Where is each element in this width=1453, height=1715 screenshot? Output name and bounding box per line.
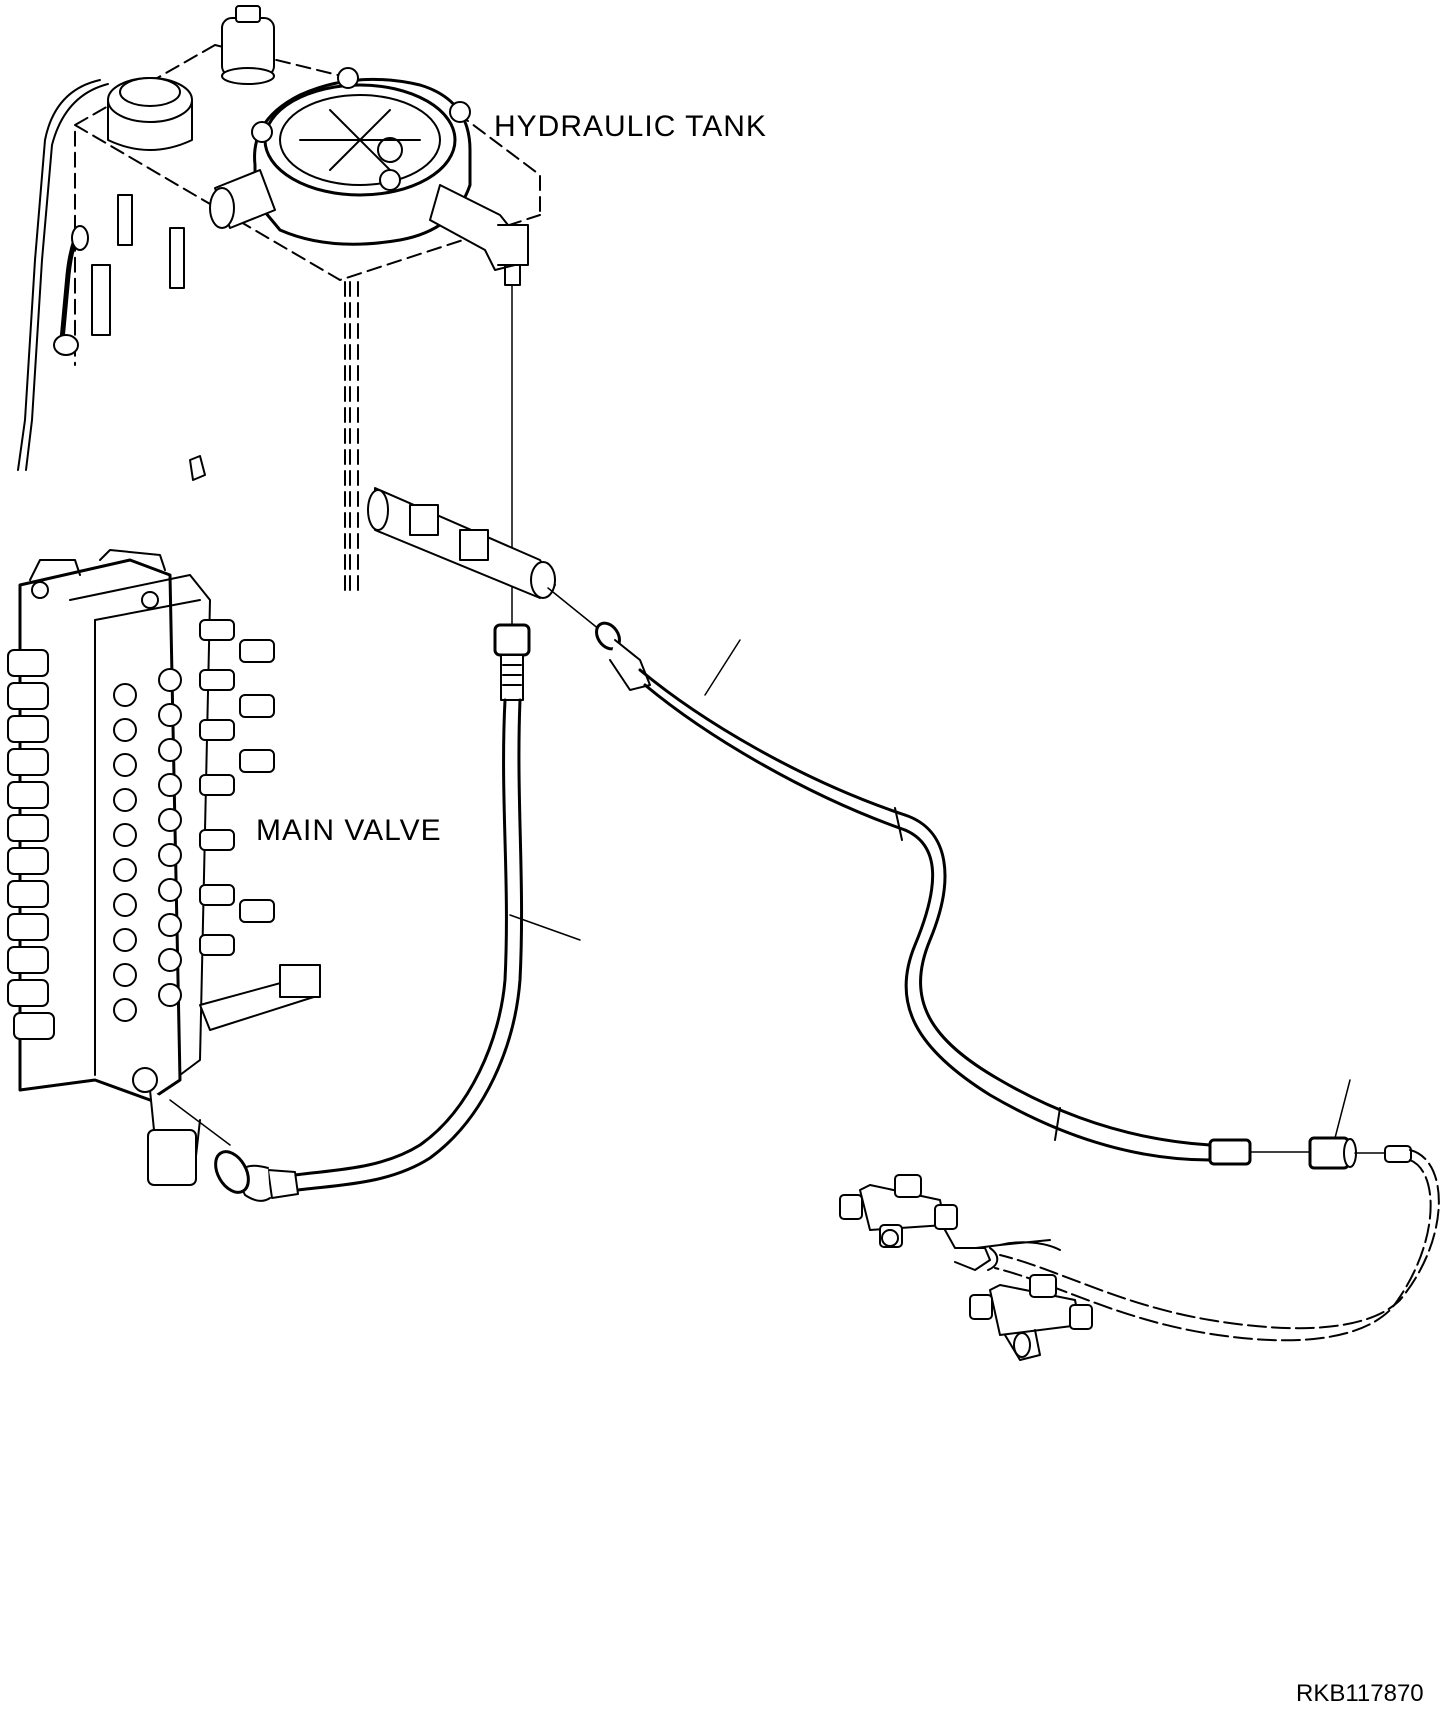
tank-filter-housing [209, 67, 529, 286]
drawing-code-label: RKB117870 [1296, 1680, 1424, 1707]
hose-adapter-to-control [595, 621, 1311, 1166]
dashed-pilot-hose [959, 1145, 1440, 1342]
tank-bottom-adapter [367, 487, 601, 631]
tank-breather-cap [221, 5, 275, 85]
tank-outline [74, 44, 541, 591]
tank-filler-cap [107, 77, 193, 151]
hydraulic-tank [17, 5, 541, 591]
control-valve-block-2 [969, 1274, 1093, 1361]
hydraulic-tank-label: HYDRAULIC TANK [494, 110, 767, 143]
control-valve-block-1 [839, 1174, 991, 1271]
tank-sight-gauge [53, 194, 206, 481]
main-valve [7, 549, 321, 1186]
tank-harness-wire [17, 79, 109, 471]
valve-outlet-lead-line [169, 1099, 231, 1146]
adapter-fitting [1308, 1079, 1386, 1170]
hose1-upper-fitting [493, 623, 531, 701]
hose-tank-to-main-valve [214, 623, 581, 1202]
main-valve-label: MAIN VALVE [256, 814, 442, 847]
